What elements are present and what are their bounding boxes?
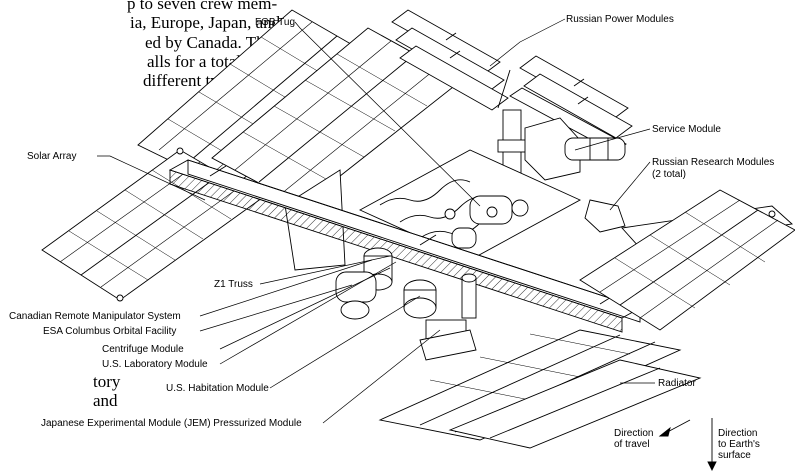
service-module bbox=[497, 109, 626, 181]
paragraph-line: tory bbox=[93, 372, 121, 391]
label-solar-array: Solar Array bbox=[27, 151, 76, 162]
direction-travel-arrowhead bbox=[658, 426, 671, 437]
paragraph-line: and bbox=[93, 391, 118, 410]
fgb-tug bbox=[444, 195, 529, 249]
label-us-lab: U.S. Laboratory Module bbox=[102, 359, 208, 370]
label-radiator: Radiator bbox=[658, 378, 696, 389]
solar-array-right bbox=[579, 189, 795, 331]
label-russian-research-count: (2 total) bbox=[652, 169, 686, 180]
leader-lines bbox=[97, 18, 655, 424]
label-fgb-tug: FGB Tug bbox=[255, 17, 295, 28]
module-cluster bbox=[335, 247, 477, 361]
label-direction-earth-2: to Earth's bbox=[718, 439, 760, 450]
label-canadian-arm: Canadian Remote Manipulator System bbox=[9, 311, 181, 322]
label-russian-research-modules: Russian Research Modules bbox=[652, 157, 774, 168]
label-esa-columbus: ESA Columbus Orbital Facility bbox=[43, 326, 176, 337]
label-centrifuge: Centrifuge Module bbox=[102, 344, 184, 355]
russian-research-module bbox=[584, 199, 626, 233]
paragraph-line: ia, Europe, Japan, and bbox=[130, 13, 281, 32]
label-service-module: Service Module bbox=[652, 124, 721, 135]
radiator-lower bbox=[378, 329, 702, 449]
label-direction-earth-3: surface bbox=[718, 450, 751, 461]
label-direction-travel: Direction bbox=[614, 428, 653, 439]
direction-earth-arrowhead bbox=[707, 461, 717, 471]
label-direction-earth: Direction bbox=[718, 428, 757, 439]
russian-power-modules bbox=[391, 9, 633, 153]
label-direction-travel-2: of travel bbox=[614, 439, 650, 450]
label-us-hab: U.S. Habitation Module bbox=[166, 383, 269, 394]
direction-arrows bbox=[658, 418, 717, 471]
label-z1-truss: Z1 Truss bbox=[214, 279, 253, 290]
label-russian-power-modules: Russian Power Modules bbox=[566, 14, 674, 25]
paragraph-line: ed by Canada. The bbox=[145, 33, 273, 52]
label-jem: Japanese Experimental Module (JEM) Press… bbox=[41, 418, 302, 429]
paragraph-line: p to seven crew mem- bbox=[127, 0, 278, 13]
